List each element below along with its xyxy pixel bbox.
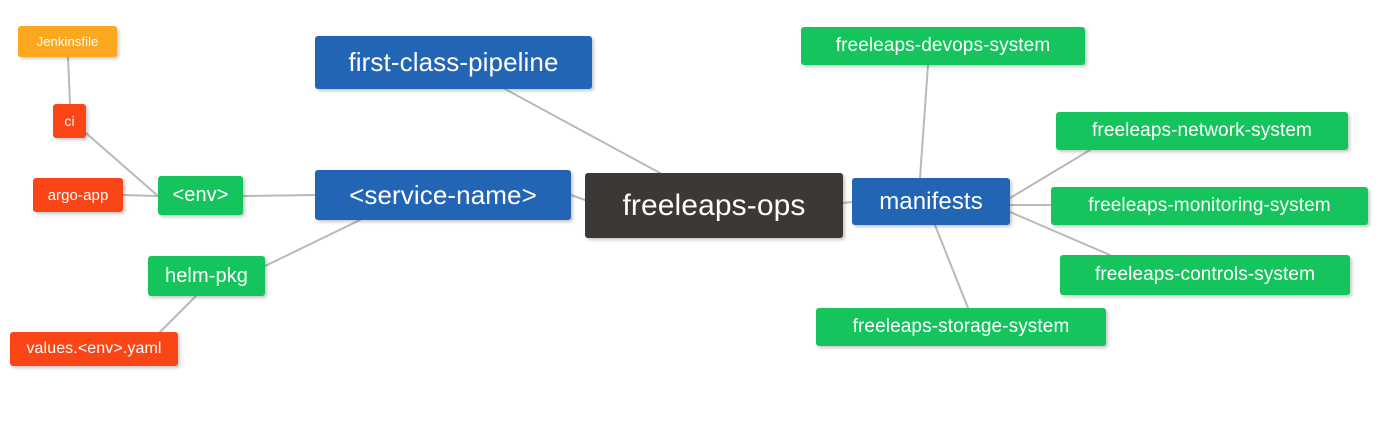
mindmap-node-monitoring[interactable]: freeleaps-monitoring-system [1051, 187, 1368, 225]
mindmap-node-freeleaps-ops[interactable]: freeleaps-ops [585, 173, 843, 238]
mindmap-node-controls[interactable]: freeleaps-controls-system [1060, 255, 1350, 295]
edge-service-name-to-freeleaps-ops [570, 194, 586, 201]
edge-ci-to-env [85, 132, 159, 197]
mindmap-node-network[interactable]: freeleaps-network-system [1056, 112, 1348, 150]
edge-manifests-to-network [1009, 149, 1091, 199]
mindmap-node-argo-app[interactable]: argo-app [33, 178, 123, 212]
edge-pipeline-to-freeleaps-ops [504, 88, 661, 174]
edge-argo-app-to-env [122, 194, 159, 197]
mindmap-node-env[interactable]: <env> [158, 176, 243, 215]
edge-env-to-service-name [242, 194, 316, 197]
mindmap-node-storage[interactable]: freeleaps-storage-system [816, 308, 1106, 346]
edge-jenkinsfile-to-ci [67, 56, 71, 105]
edge-manifests-to-storage [934, 224, 969, 309]
mindmap-node-manifests[interactable]: manifests [852, 178, 1010, 225]
mindmap-node-devops[interactable]: freeleaps-devops-system [801, 27, 1085, 65]
edge-helm-pkg-to-service-name [264, 219, 361, 267]
edge-manifests-to-controls [1009, 211, 1111, 256]
mindmap-node-pipeline[interactable]: first-class-pipeline [315, 36, 592, 89]
mindmap-node-service-name[interactable]: <service-name> [315, 170, 571, 220]
mindmap-node-ci[interactable]: ci [53, 104, 86, 138]
mindmap-node-helm-pkg[interactable]: helm-pkg [148, 256, 265, 296]
mindmap-node-values-yaml[interactable]: values.<env>.yaml [10, 332, 178, 366]
edge-manifests-to-devops [919, 64, 929, 179]
mindmap-node-jenkinsfile[interactable]: Jenkinsfile [18, 26, 117, 57]
edge-freeleaps-ops-to-manifests [842, 201, 853, 204]
edge-values-yaml-to-helm-pkg [159, 295, 197, 333]
